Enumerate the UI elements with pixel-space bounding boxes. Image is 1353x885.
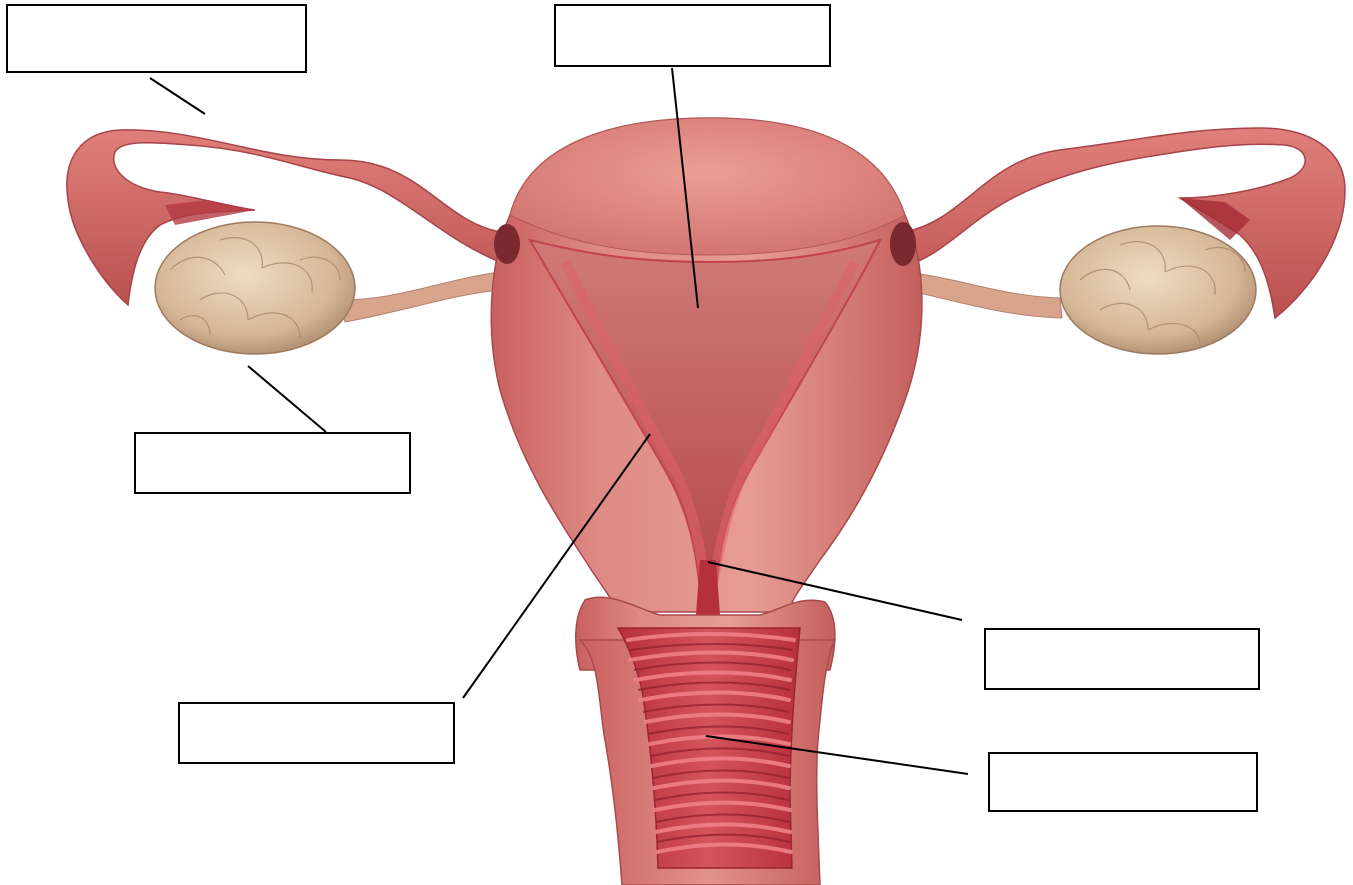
label-box-uterus[interactable] — [554, 4, 831, 67]
right-ovarian-ligament — [905, 272, 1062, 318]
leader-line-3 — [248, 366, 326, 432]
label-box-vagina[interactable] — [988, 752, 1258, 812]
label-box-fallopian-tube[interactable] — [6, 4, 307, 73]
left-ovary — [155, 222, 355, 354]
cervical-canal — [696, 560, 720, 615]
uterus — [491, 118, 922, 615]
label-box-cervix[interactable] — [984, 628, 1260, 690]
right-ovary — [1060, 226, 1256, 354]
left-tube-opening — [494, 224, 520, 264]
left-ovarian-ligament — [340, 272, 500, 322]
label-box-endometrium[interactable] — [178, 702, 455, 764]
label-box-ovary[interactable] — [134, 432, 411, 494]
uterine-fundus — [510, 118, 905, 255]
vagina — [580, 628, 835, 885]
right-tube-opening — [890, 222, 916, 266]
leader-line-1 — [150, 78, 205, 114]
